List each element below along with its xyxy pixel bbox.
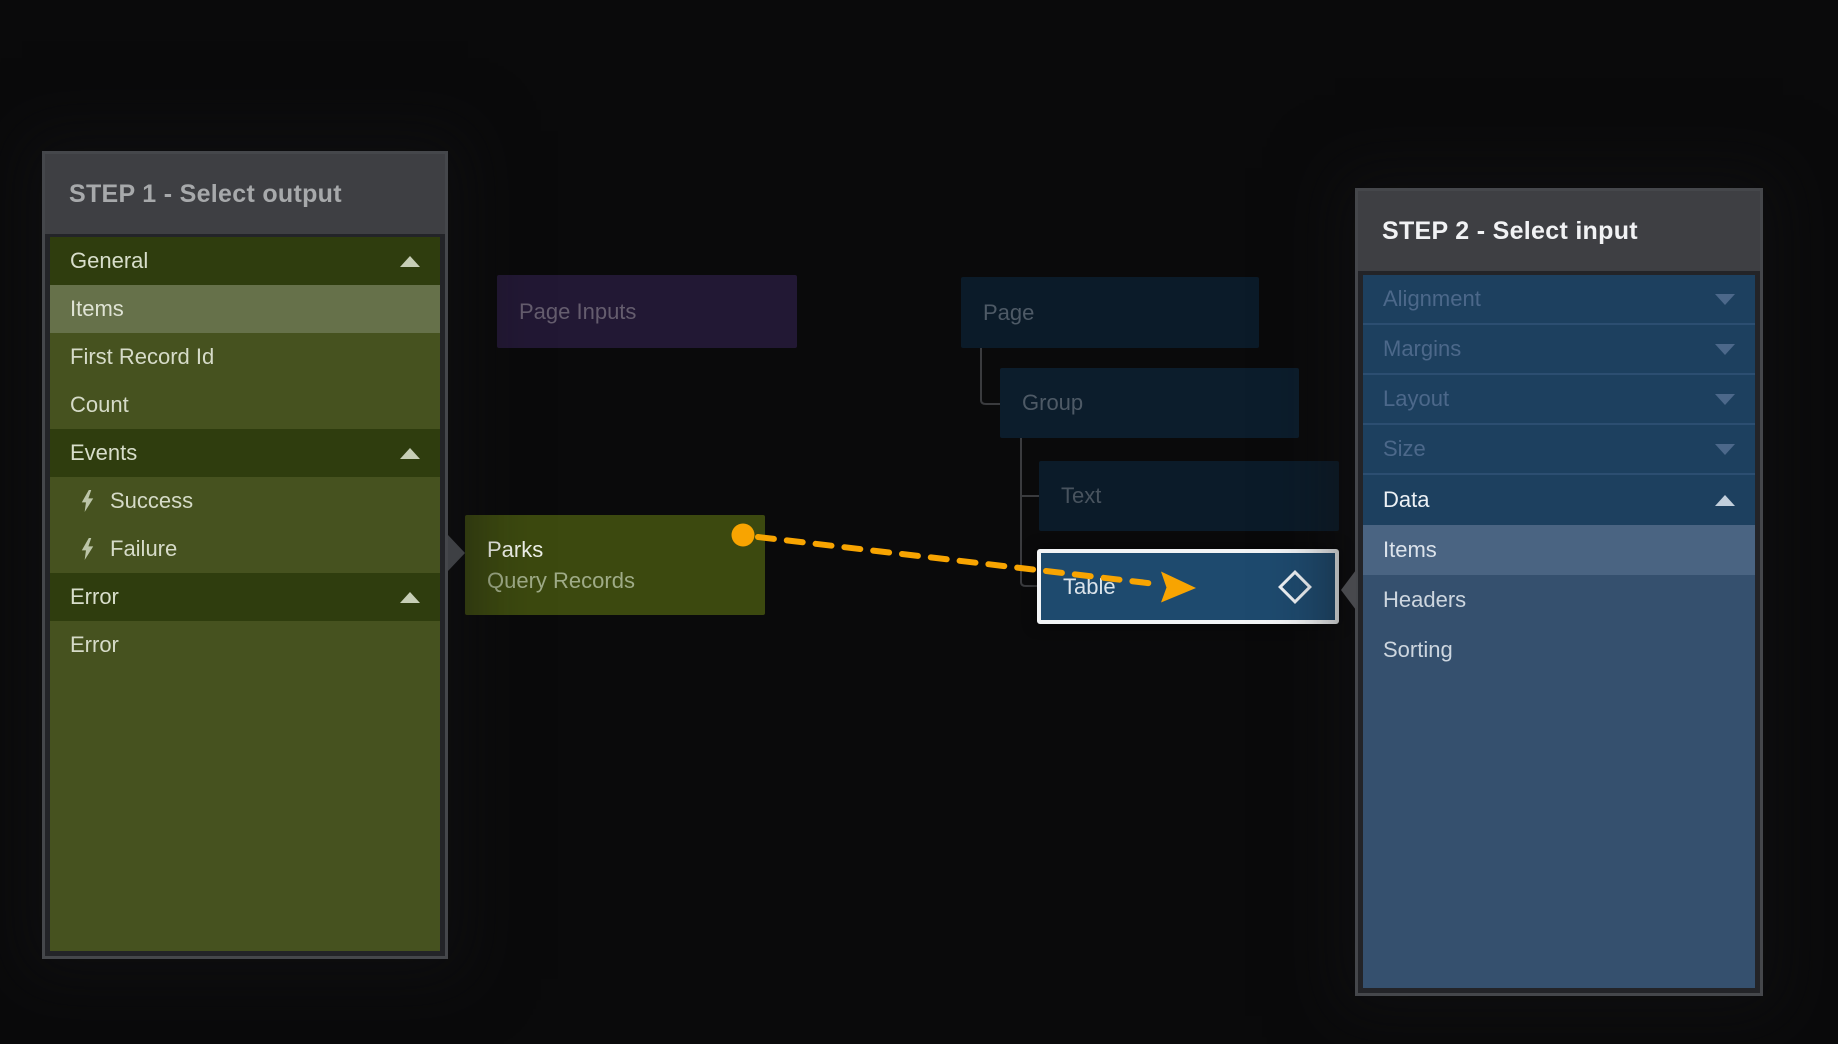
node-subtitle: Query Records (487, 567, 635, 593)
step1-title: STEP 1 - Select output (69, 179, 342, 208)
step2-item-sorting[interactable]: Sorting (1363, 625, 1755, 675)
step2-item-layout[interactable]: Layout (1363, 375, 1755, 425)
step2-title: STEP 2 - Select input (1382, 216, 1638, 245)
step1-item-success[interactable]: Success (50, 477, 440, 525)
item-label: Error (70, 584, 119, 609)
step1-item-error[interactable]: Error (50, 621, 440, 669)
node-parks-query-records[interactable]: Parks Query Records (465, 515, 765, 615)
item-label: Headers (1383, 587, 1467, 612)
item-label: Sorting (1383, 637, 1453, 662)
chevron-down-icon (1715, 343, 1735, 355)
chevron-up-icon (400, 591, 420, 603)
step2-item-data[interactable]: Data (1363, 475, 1755, 525)
step2-panel-header: STEP 2 - Select input (1358, 191, 1760, 271)
step2-input-list: Alignment Margins Layout Size Data Items (1363, 275, 1755, 988)
lightning-icon (80, 490, 95, 512)
step2-item-size[interactable]: Size (1363, 425, 1755, 475)
chevron-up-icon (1715, 494, 1735, 506)
node-page-inputs[interactable]: Page Inputs (497, 275, 797, 348)
step1-panel: STEP 1 - Select output General Items Fir… (42, 151, 448, 959)
item-label: Alignment (1383, 286, 1481, 311)
node-label: Text (1061, 483, 1102, 508)
chevron-up-icon (400, 255, 420, 267)
node-title: Parks (487, 536, 544, 562)
chevron-up-icon (400, 447, 420, 459)
item-label: Failure (110, 536, 178, 561)
step2-item-margins[interactable]: Margins (1363, 325, 1755, 375)
step1-dock-arrow-icon (448, 535, 465, 571)
step1-item-items[interactable]: Items (50, 285, 440, 333)
item-label: Count (70, 392, 129, 417)
item-label: Events (70, 440, 138, 465)
step1-output-list: General Items First Record Id Count Even… (50, 237, 440, 951)
step1-panel-header: STEP 1 - Select output (45, 154, 445, 234)
step2-item-headers[interactable]: Headers (1363, 575, 1755, 625)
chevron-down-icon (1715, 393, 1735, 405)
chevron-down-icon (1715, 293, 1735, 305)
node-label: Page (983, 299, 1035, 325)
item-label: Layout (1383, 386, 1450, 411)
chevron-down-icon (1715, 443, 1735, 455)
node-label: Page Inputs (519, 298, 637, 324)
node-label: Group (1022, 390, 1084, 415)
item-label: General (70, 248, 149, 273)
item-label: Size (1383, 436, 1426, 461)
node-group[interactable]: Group (1000, 368, 1299, 438)
step1-item-count[interactable]: Count (50, 381, 440, 429)
diamond-port-icon[interactable] (1278, 569, 1312, 604)
lightning-icon (80, 538, 95, 560)
node-table-selected[interactable]: Table (1037, 549, 1339, 624)
step1-item-first-record-id[interactable]: First Record Id (50, 333, 440, 381)
item-label: Items (70, 296, 124, 321)
item-label: Error (70, 632, 119, 657)
item-label: First Record Id (70, 344, 215, 369)
item-label: Margins (1383, 336, 1462, 361)
step1-item-events[interactable]: Events (50, 429, 440, 477)
step1-item-error-section[interactable]: Error (50, 573, 440, 621)
step2-item-alignment[interactable]: Alignment (1363, 275, 1755, 325)
step2-dock-arrow-icon (1341, 570, 1356, 610)
item-label: Data (1383, 487, 1430, 512)
node-text[interactable]: Text (1039, 461, 1339, 531)
step2-item-items[interactable]: Items (1363, 525, 1755, 575)
node-label: Table (1063, 573, 1116, 599)
step1-item-general[interactable]: General (50, 237, 440, 285)
node-page[interactable]: Page (961, 277, 1259, 348)
step2-panel: STEP 2 - Select input Alignment Margins … (1355, 188, 1763, 996)
item-label: Items (1383, 537, 1437, 562)
step1-item-failure[interactable]: Failure (50, 525, 440, 573)
item-label: Success (110, 488, 194, 513)
